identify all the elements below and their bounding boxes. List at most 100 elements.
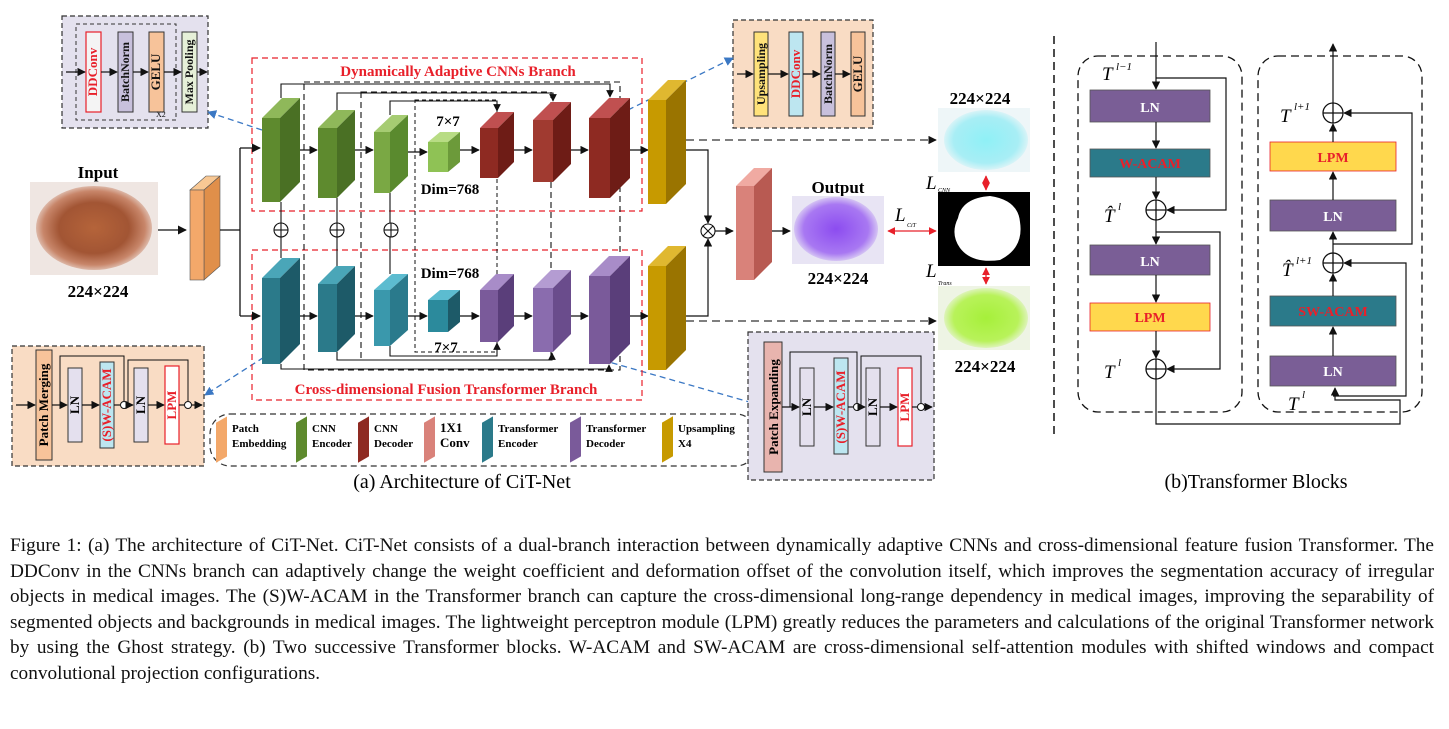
cnn-decoder-block-1 bbox=[480, 112, 514, 178]
cnn-upsampling-block bbox=[648, 80, 686, 204]
cnn-bottleneck bbox=[428, 132, 460, 172]
transformer-upsampling-block bbox=[648, 246, 686, 370]
lb-out-sup: l bbox=[1118, 357, 1121, 369]
transformer-blocks: LN W-ACAM LN LPM T l−1 T̂ l T l LN SW-AC… bbox=[1077, 42, 1423, 425]
loss-cnn-sub: CNN bbox=[938, 188, 951, 194]
rb-ln1: LN bbox=[1323, 365, 1342, 380]
transformer-decoder-block-3 bbox=[589, 256, 630, 364]
transformer-decoder-block-2 bbox=[533, 270, 571, 352]
rb-in-sup: l bbox=[1302, 389, 1305, 401]
rb-in: T bbox=[1288, 394, 1300, 415]
transformer-kernel-label: 7×7 bbox=[434, 340, 458, 356]
dec-bn-label: BatchNorm bbox=[821, 44, 835, 104]
output-size: 224×224 bbox=[808, 269, 869, 288]
legend-item: CNN Encoder bbox=[296, 416, 352, 463]
legend-label: Decoder bbox=[586, 438, 625, 450]
patch-merging-detail: Patch Merging LN (S)W-ACAM LN LPM bbox=[11, 345, 205, 467]
dec-ddconv-label: DDConv bbox=[788, 49, 803, 98]
cnn-dim-label: Dim=768 bbox=[421, 182, 480, 198]
pe-acam: (S)W-ACAM bbox=[833, 370, 848, 443]
input-size: 224×224 bbox=[68, 282, 129, 301]
cnn-encoder-block-3 bbox=[374, 115, 408, 193]
dec-upsampling-label: Upsampling bbox=[754, 43, 768, 105]
transformer-bottleneck bbox=[428, 290, 460, 332]
cnn-branch-title: Dynamically Adaptive CNNs Branch bbox=[340, 64, 576, 80]
enc-ddconv-label: DDConv bbox=[85, 47, 100, 96]
rb-ln2: LN bbox=[1323, 210, 1342, 225]
legend-swatch bbox=[296, 416, 307, 463]
cnn-encoder-block-2 bbox=[318, 110, 355, 198]
rb-acam: SW-ACAM bbox=[1298, 305, 1367, 320]
enc-maxpool-label: Max Pooling bbox=[182, 40, 196, 105]
figure-caption: Figure 1: (a) The architecture of CiT-Ne… bbox=[10, 535, 1434, 684]
architecture-diagram: DDConv BatchNorm GELU Max Pooling X2 Ups… bbox=[11, 15, 1423, 493]
output-label: Output bbox=[812, 178, 865, 197]
lb-mid: T̂ bbox=[1104, 206, 1116, 227]
enc-bn-label: BatchNorm bbox=[118, 42, 132, 102]
lb-acam: W-ACAM bbox=[1119, 157, 1181, 172]
legend-label: CNN bbox=[312, 423, 336, 435]
pe-ln1: LN bbox=[799, 397, 814, 416]
transformer-dim-label: Dim=768 bbox=[421, 266, 480, 282]
subfig-b-caption: (b)Transformer Blocks bbox=[1164, 471, 1347, 493]
legend-label: Conv bbox=[440, 435, 470, 450]
loss-trans-sub: Trans bbox=[938, 281, 952, 287]
rb-top-sup: l+1 bbox=[1294, 101, 1310, 113]
pe-label: Patch Expanding bbox=[766, 359, 781, 455]
loss-cnn: L bbox=[925, 173, 937, 194]
legend-label: Decoder bbox=[374, 438, 413, 450]
rb-top: T bbox=[1280, 106, 1292, 127]
loss-cit: L bbox=[894, 205, 906, 226]
lb-mid-sup: l bbox=[1118, 201, 1121, 213]
legend-swatch bbox=[482, 416, 493, 463]
legend-swatch bbox=[570, 416, 581, 463]
legend-swatch bbox=[424, 416, 435, 463]
legend-label: Encoder bbox=[312, 438, 352, 450]
loss-cit-sub: CiT bbox=[907, 223, 917, 229]
legend-item: CNN Decoder bbox=[358, 416, 413, 463]
transformer-encoder-block-1 bbox=[262, 258, 300, 364]
rb-lpm: LPM bbox=[1317, 151, 1348, 166]
input-label: Input bbox=[78, 163, 119, 182]
legend-label: Upsampling bbox=[678, 423, 735, 435]
lb-lpm: LPM bbox=[1134, 311, 1165, 326]
trans-pred-size: 224×224 bbox=[955, 357, 1016, 376]
patch-expanding-detail: Patch Expanding LN (S)W-ACAM LN LPM bbox=[747, 331, 935, 481]
legend: PatchEmbeddingCNNEncoderCNNDecoder1X1Con… bbox=[209, 413, 757, 467]
legend-label: CNN bbox=[374, 423, 398, 435]
transformer-decoder-block-1 bbox=[480, 274, 514, 342]
rb-mid-sup: l+1 bbox=[1296, 255, 1312, 267]
subfig-a-caption: (a) Architecture of CiT-Net bbox=[353, 471, 571, 493]
patch-embedding-block bbox=[189, 175, 221, 281]
lb-ln1: LN bbox=[1140, 101, 1159, 116]
legend-label: 1X1 bbox=[440, 420, 462, 435]
transformer-branch-title: Cross-dimensional Fusion Transformer Bra… bbox=[295, 382, 598, 398]
rb-mid: T̂ bbox=[1282, 260, 1294, 281]
pe-lpm: LPM bbox=[897, 393, 912, 422]
legend-label: Transformer bbox=[586, 423, 646, 435]
cnn-kernel-label: 7×7 bbox=[436, 114, 460, 130]
lb-top-sup: l−1 bbox=[1116, 61, 1132, 73]
enc-gelu-label: GELU bbox=[148, 53, 163, 90]
pm-acam: (S)W-ACAM bbox=[99, 368, 114, 441]
loss-trans: L bbox=[925, 261, 937, 282]
pm-label: Patch Merging bbox=[36, 363, 51, 446]
lb-out: T bbox=[1104, 362, 1116, 383]
cnn-decoder-detail: Upsampling DDConv BatchNorm GELU bbox=[732, 19, 874, 129]
legend-label: Embedding bbox=[232, 438, 287, 450]
transformer-encoder-block-3 bbox=[374, 274, 408, 346]
lb-top: T bbox=[1102, 64, 1114, 85]
multiply-node bbox=[700, 223, 716, 239]
conv1x1-block bbox=[736, 168, 772, 280]
pm-ln2: LN bbox=[133, 395, 148, 414]
pm-ln1: LN bbox=[67, 395, 82, 414]
legend-swatch bbox=[358, 416, 369, 463]
legend-swatch bbox=[216, 416, 227, 463]
x2-label: X2 bbox=[156, 110, 166, 119]
pm-lpm: LPM bbox=[164, 391, 179, 420]
pe-ln2: LN bbox=[865, 397, 880, 416]
cnn-encoder-block-1 bbox=[262, 98, 300, 202]
lb-ln2: LN bbox=[1140, 255, 1159, 270]
